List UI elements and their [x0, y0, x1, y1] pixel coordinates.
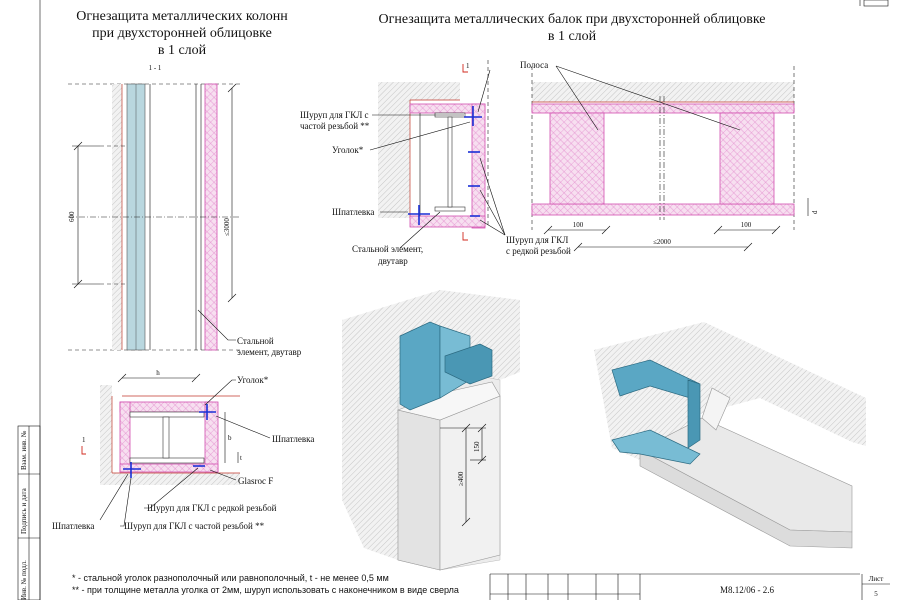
note-2: ** - при толщине металла уголка от 2мм, …: [72, 585, 459, 595]
label-screw-sparse-beam-2: с редкой резьбой: [506, 246, 571, 256]
beams-title-line2: в 1 слой: [548, 29, 597, 44]
dim-2000: ≤2000: [653, 238, 671, 246]
dim-100-right: 100: [741, 221, 752, 229]
section-mark-beam-top: 1: [466, 62, 470, 70]
side-stamp: Взам. инв. № Подпись и дата Инв. № подл.: [17, 425, 41, 600]
section-mark-plan-1: 1: [82, 436, 86, 444]
title-stamp: М8.12/06 - 2.6 Лист 5: [489, 573, 890, 600]
label-screw-dense-beam-1: Шуруп для ГКЛ с: [300, 110, 369, 120]
dim-400: ≥400: [457, 471, 465, 486]
columns-title-line2: при двухсторонней облицовке: [92, 26, 272, 41]
iso-column-view: ≥400 150: [342, 290, 520, 571]
dim-b: b: [228, 434, 232, 442]
label-screw-dense-beam-2: частой резьбой **: [300, 121, 370, 131]
beams-title-line1: Огнезащита металлических балок при двухс…: [379, 12, 766, 27]
column-elevation: 1 - 1 600 ≤3000 Стальной элем: [68, 64, 302, 357]
dim-600: 600: [68, 211, 76, 222]
label-steel-beam-2: двутавр: [378, 256, 408, 266]
columns-title-line1: Огнезащита металлических колонн: [76, 9, 288, 24]
label-steel-element: Стальной: [237, 336, 274, 346]
label-steel-beam-1: Стальной элемент,: [352, 244, 423, 254]
label-putty-left: Шпатлевка: [52, 521, 94, 531]
dim-150: 150: [473, 441, 481, 452]
label-screw-sparse-plan: Шуруп для ГКЛ с редкой резьбой: [147, 503, 277, 513]
sheet-label: Лист: [869, 575, 884, 583]
dim-100-left: 100: [573, 221, 584, 229]
strip-right: [719, 112, 775, 205]
dim-3000: ≤3000: [223, 218, 231, 236]
column-plan: h b t 1 Уголок* Шпатлевка Glasroc F Шуру…: [52, 369, 314, 531]
iso-beam-view: [594, 322, 866, 549]
strip-left: [549, 112, 605, 205]
dim-t: t: [240, 454, 242, 462]
label-strip: Полоса: [520, 60, 548, 70]
dim-h: h: [156, 369, 160, 377]
side-label-inv-replace: Взам. инв. №: [20, 430, 28, 470]
dim-d: d: [811, 210, 819, 214]
columns-title-line3: в 1 слой: [158, 43, 207, 58]
beam-section: 1 Шуруп для ГКЛ с частой резьбой ** Угол…: [300, 60, 571, 266]
label-glasroc: Glasroc F: [238, 476, 273, 486]
note-1: * - стальной уголок разнополочный или ра…: [72, 573, 389, 583]
label-putty-right: Шпатлевка: [272, 434, 314, 444]
side-label-sign-date: Подпись и дата: [20, 487, 28, 534]
sheet-number: 5: [874, 590, 878, 598]
label-screw-sparse-beam-1: Шуруп для ГКЛ: [506, 235, 568, 245]
label-screw-dense-plan: Шуруп для ГКЛ с частой резьбой **: [124, 521, 265, 531]
frame-top-box: [863, 0, 889, 7]
side-label-inv-original: Инв. № подл.: [20, 560, 28, 600]
doc-code: М8.12/06 - 2.6: [720, 585, 775, 595]
label-putty-beam: Шпатлевка: [332, 207, 374, 217]
section-mark-1-1: 1 - 1: [149, 64, 162, 72]
beam-elevation: Полоса 100 100 ≤2000 d: [520, 60, 819, 252]
label-angle-beam: Уголок*: [332, 145, 364, 155]
svg-text:элемент, двутавр: элемент, двутавр: [237, 347, 302, 357]
label-angle-plan: Уголок*: [237, 375, 269, 385]
